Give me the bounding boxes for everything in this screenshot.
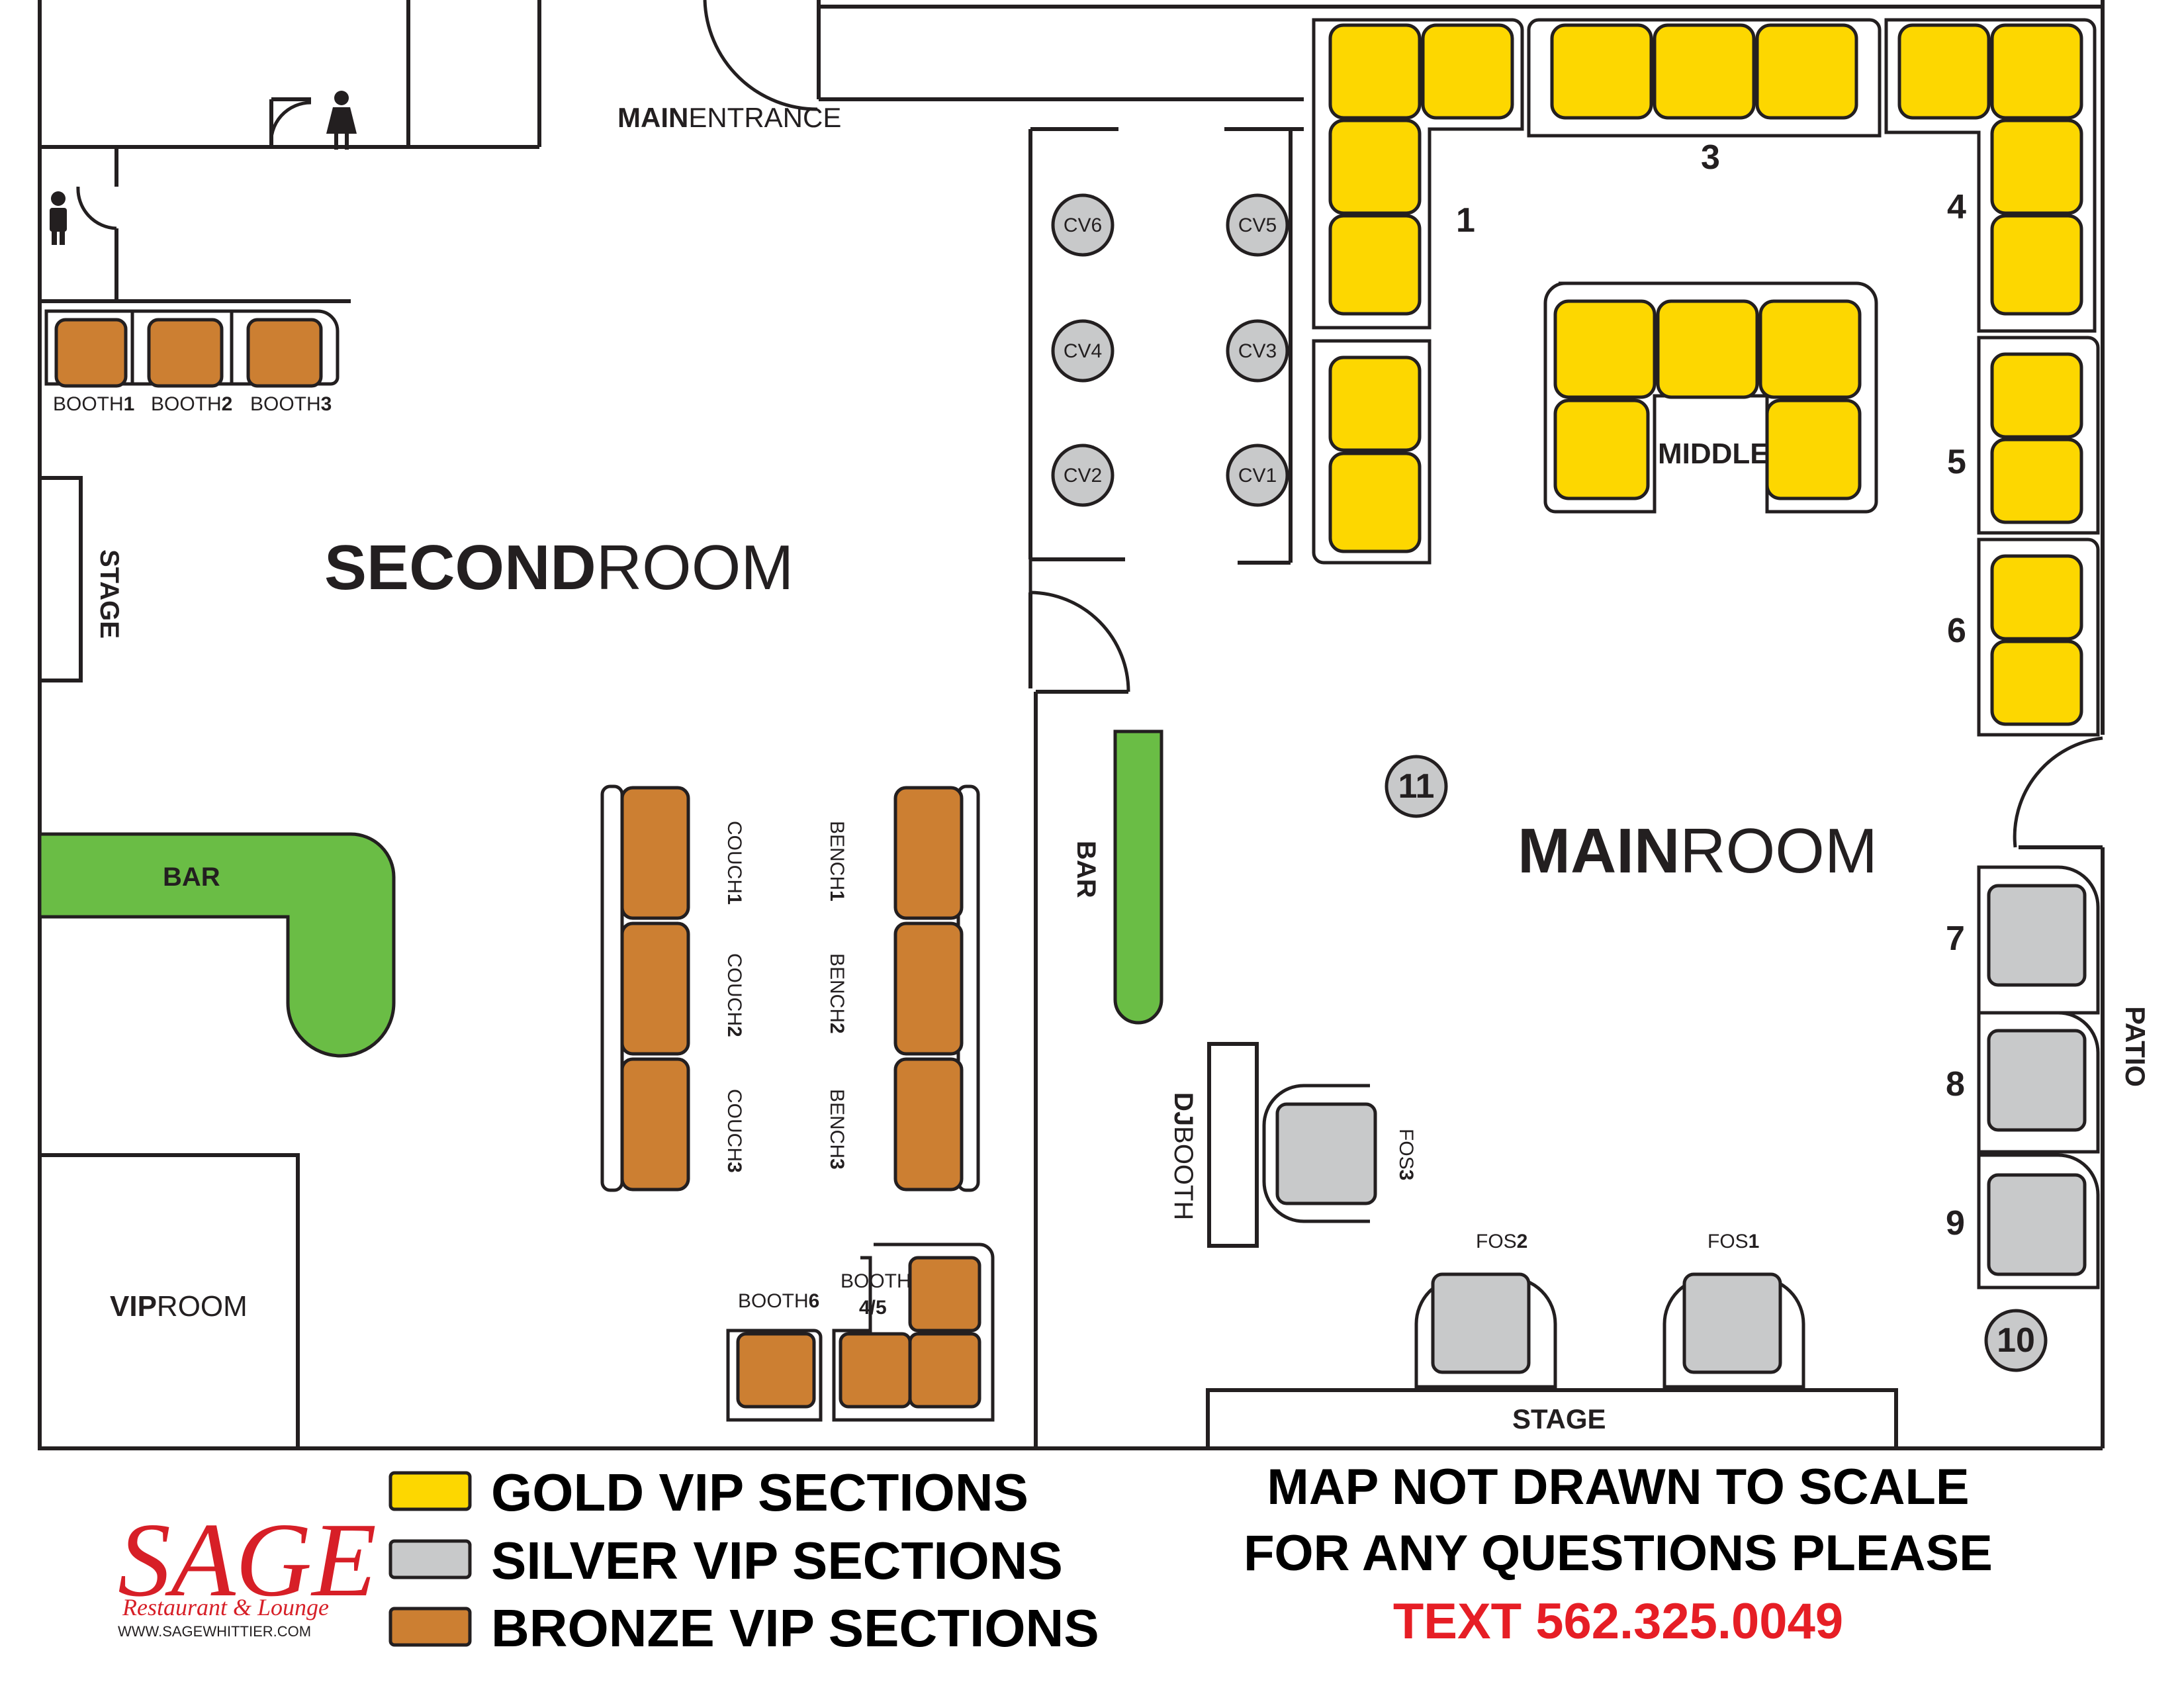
fos2-label: FOS2: [1476, 1231, 1527, 1252]
sage-logo: SAGE Restaurant & Lounge WWW.SAGEWHITTIE…: [118, 1501, 377, 1640]
dj-booth-label: DJBOOTH: [1169, 1092, 1198, 1220]
legend-bronze-label: BRONZE VIP SECTIONS: [491, 1599, 1099, 1658]
logo-url: WWW.SAGEWHITTIER.COM: [118, 1623, 311, 1640]
cocktail-table-labels: CV6 CV5 CV4 CV3 CV2 CV1: [1064, 214, 1277, 487]
gold-section-4-label: 4: [1947, 188, 1966, 226]
second-room-label: SECONDROOM: [324, 532, 794, 603]
couch1-label: COUCH1: [723, 821, 745, 905]
couch3-label: COUCH3: [723, 1089, 745, 1173]
silver-section-10-label: 10: [1997, 1321, 2035, 1360]
bench1-label: BENCH1: [826, 821, 848, 902]
logo-name: SAGE: [118, 1501, 377, 1618]
silver-section-labels: 7 8 9 10 11 FOS2 FOS1 FOS3: [1395, 767, 2035, 1360]
gold-section-5-label: 5: [1947, 443, 1966, 481]
gold-section-6-label: 6: [1947, 612, 1966, 650]
fos3-label: FOS3: [1395, 1129, 1417, 1180]
cv1-label: CV1: [1238, 465, 1277, 487]
bars: [38, 729, 1163, 1058]
vip-room-label: VIPROOM: [110, 1290, 248, 1323]
patio-label: PATIO: [2120, 1006, 2151, 1087]
legend: GOLD VIP SECTIONS SILVER VIP SECTIONS BR…: [388, 1463, 1099, 1658]
silver-sections: [1262, 755, 2100, 1389]
main-entrance-label: MAINENTRANCE: [617, 102, 841, 133]
booth45-prefix: BOOTH: [841, 1270, 911, 1292]
gold-sections: [1312, 18, 2100, 737]
cv4-label: CV4: [1064, 340, 1102, 362]
silver-section-7-label: 7: [1946, 919, 1965, 958]
cv2-label: CV2: [1064, 465, 1102, 487]
walls: [38, 0, 2105, 1450]
note-scale: MAP NOT DRAWN TO SCALE: [1267, 1459, 1969, 1515]
cocktail-tables: [1051, 193, 1289, 507]
bar-main-label: BAR: [1071, 841, 1101, 898]
cv5-label: CV5: [1238, 214, 1277, 236]
bench2-label: BENCH2: [826, 953, 848, 1034]
cv3-label: CV3: [1238, 340, 1277, 362]
stage-main-label: STAGE: [1512, 1403, 1606, 1434]
booth1-label: BOOTH1: [53, 393, 134, 415]
bronze-section-labels: BOOTH1 BOOTH2 BOOTH3 BOOTH6 BOOTH 4/5 CO…: [53, 393, 911, 1319]
cv6-label: CV6: [1064, 214, 1102, 236]
men-restroom-icon: [50, 191, 67, 245]
stage-left-label: STAGE: [95, 549, 124, 639]
legend-silver-swatch: [388, 1539, 472, 1579]
room-labels: SECONDROOM MAINROOM VIPROOM MAINENTRANCE…: [95, 102, 2151, 1434]
silver-section-9-label: 9: [1946, 1204, 1965, 1243]
women-restroom-icon: [326, 91, 357, 150]
fos1-label: FOS1: [1707, 1231, 1759, 1252]
booth45-num: 4/5: [859, 1297, 887, 1319]
booth3-label: BOOTH3: [250, 393, 332, 415]
silver-section-11-label: 11: [1398, 767, 1435, 806]
gold-section-labels: 1 2 3 4 5 6 MIDDLE: [1456, 138, 1966, 650]
booth6-label: BOOTH6: [738, 1290, 819, 1312]
silver-section-8-label: 8: [1946, 1065, 1965, 1103]
bench3-label: BENCH3: [826, 1089, 848, 1170]
legend-gold-label: GOLD VIP SECTIONS: [491, 1463, 1028, 1522]
bar-left-label: BAR: [163, 863, 220, 892]
legend-gold-swatch: [388, 1471, 472, 1511]
legend-silver-label: SILVER VIP SECTIONS: [491, 1531, 1063, 1590]
note-questions: FOR ANY QUESTIONS PLEASE: [1244, 1525, 1993, 1581]
main-room-label: MAINROOM: [1518, 816, 1878, 886]
gold-section-3-label: 3: [1701, 138, 1720, 177]
gold-section-middle-label: MIDDLE: [1658, 438, 1770, 470]
note-phone: TEXT 562.325.0049: [1393, 1593, 1843, 1650]
door-swings: [76, 0, 2103, 848]
gold-section-1-label: 1: [1456, 201, 1475, 240]
bronze-sections: [44, 309, 995, 1422]
booth2-label: BOOTH2: [151, 393, 232, 415]
couch2-label: COUCH2: [723, 953, 745, 1037]
legend-bronze-swatch: [388, 1607, 472, 1647]
notes: MAP NOT DRAWN TO SCALE FOR ANY QUESTIONS…: [1244, 1459, 1993, 1650]
logo-tagline: Restaurant & Lounge: [122, 1594, 329, 1620]
